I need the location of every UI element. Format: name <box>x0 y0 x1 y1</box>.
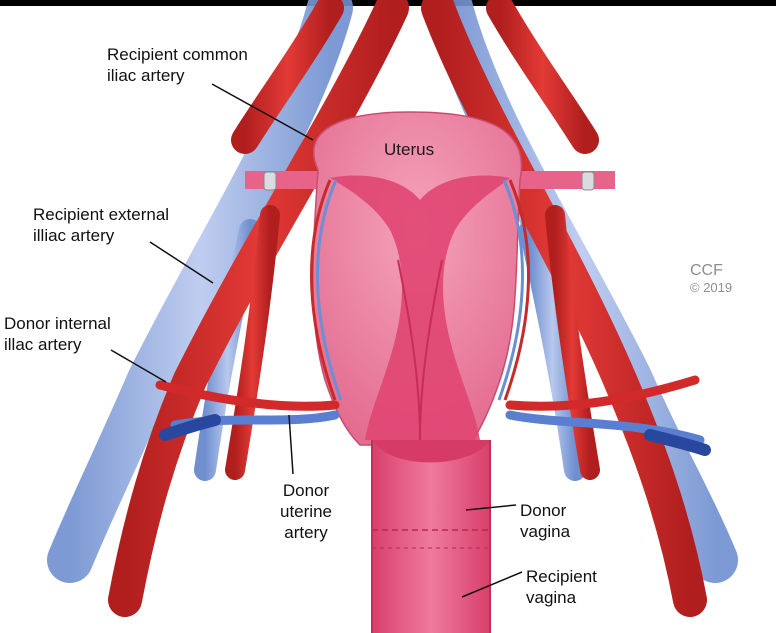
uterus-label: Uterus <box>384 139 434 160</box>
copyright-year: © 2019 <box>690 280 732 295</box>
recipient-common-iliac-label: Recipient common iliac artery <box>107 44 248 86</box>
uterus <box>313 112 522 445</box>
donor-uterine-artery-label: Donor uterine artery <box>263 480 349 543</box>
ccf-logo-text: CCF <box>690 262 732 280</box>
donor-internal-iliac-label: Donor internal illac artery <box>4 313 111 355</box>
copyright-credit: CCF © 2019 <box>690 262 732 295</box>
donor-vagina-label: Donor vagina <box>520 500 570 542</box>
recipient-vagina-label: Recipient vagina <box>526 566 597 608</box>
vagina <box>372 440 490 633</box>
recipient-external-iliac-label: Recipient external illiac artery <box>33 204 169 246</box>
